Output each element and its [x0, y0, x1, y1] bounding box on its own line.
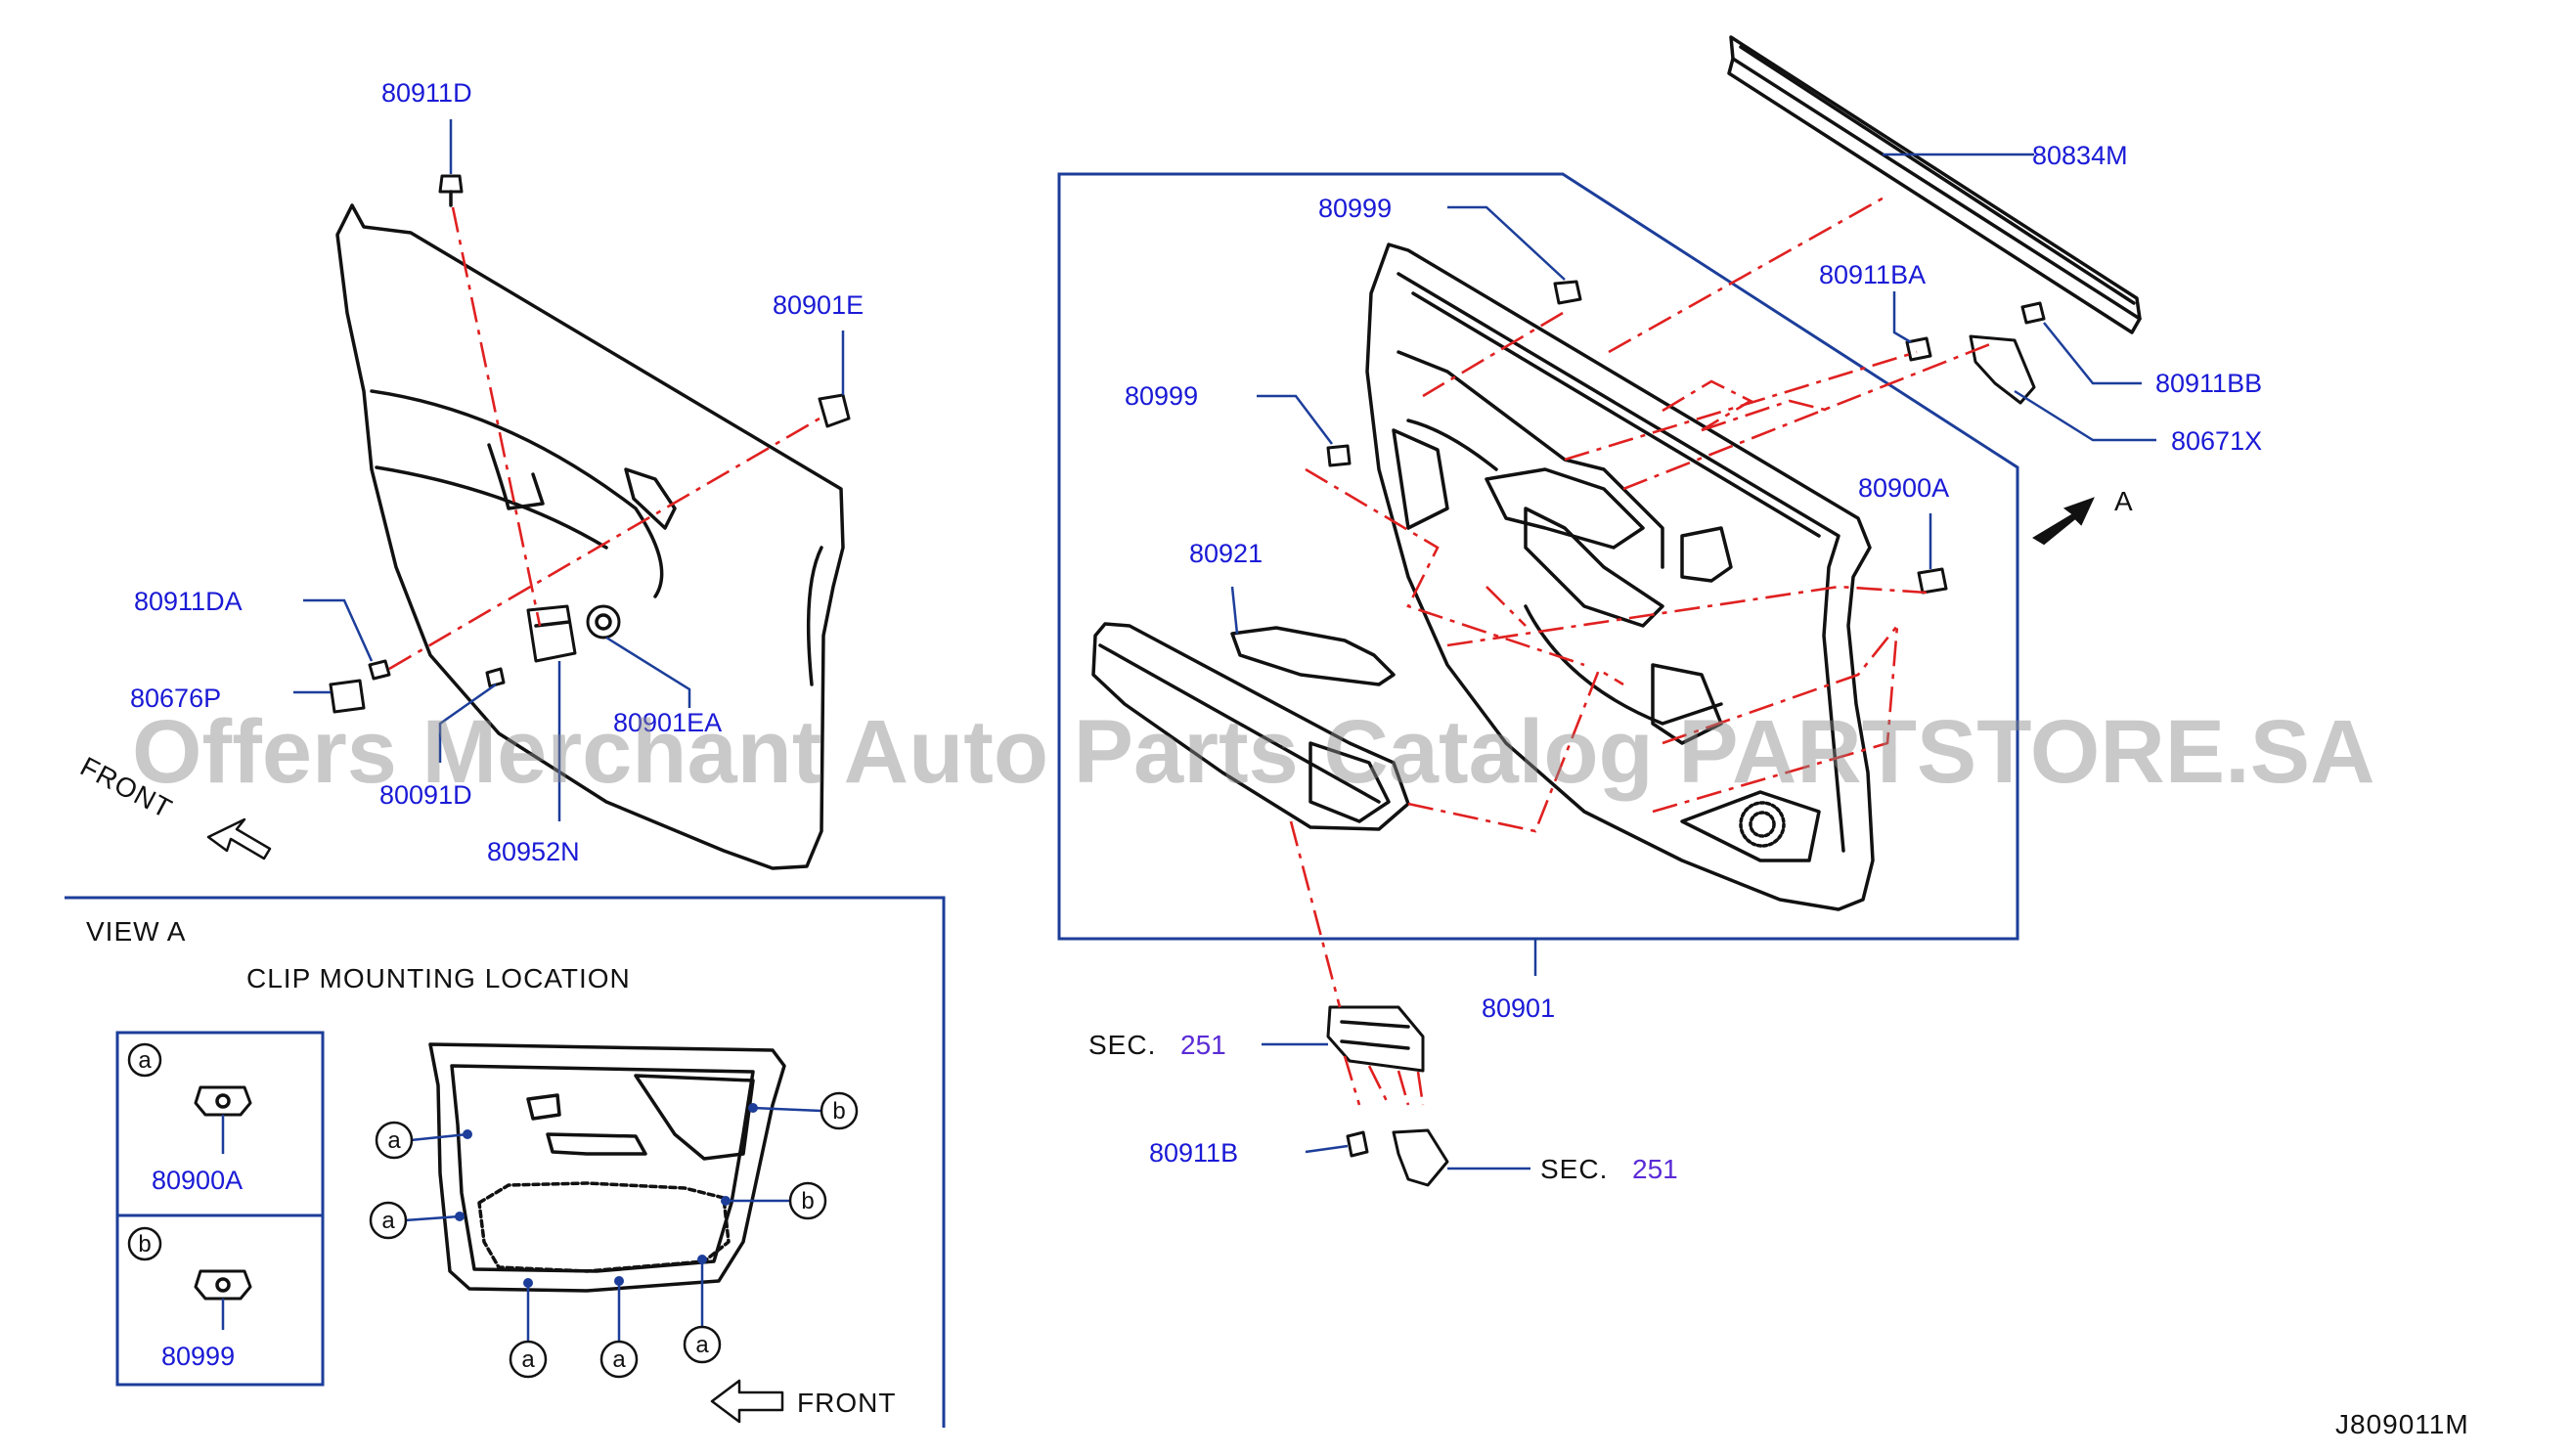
weatherstrip-illustration: [1727, 35, 2142, 334]
label-80911D: 80911D: [381, 78, 472, 108]
label-80952N: 80952N: [487, 837, 580, 866]
left-door-trim-illustration: [335, 203, 845, 870]
armrest-illustration: [1091, 622, 1410, 831]
watermark-text: Offers Merchant Auto Parts Catalog PARTS…: [132, 702, 2375, 802]
view-a-panel: VIEW A CLIP MOUNTING LOCATION a 80900A b…: [65, 896, 946, 1428]
sec-ref-1-number: 251: [1180, 1030, 1226, 1060]
sec-ref-2-prefix: SEC.: [1540, 1154, 1608, 1184]
label-80911B: 80911B: [1149, 1138, 1238, 1168]
legend-letter-b: b: [138, 1231, 151, 1257]
left-dashed-guides: [388, 206, 820, 671]
label-80999-top: 80999: [1318, 194, 1392, 223]
marker-a-2: a: [381, 1208, 395, 1234]
label-80671X: 80671X: [2171, 426, 2262, 456]
right-dashed-guides: [1289, 194, 1996, 1106]
front-label-view: FRONT: [797, 1388, 896, 1418]
sec-ref-2-number: 251: [1632, 1154, 1678, 1184]
assembly-boundary: [1057, 172, 2019, 941]
sec-ref-1-prefix: SEC.: [1088, 1030, 1156, 1060]
legend-letter-a: a: [138, 1047, 152, 1074]
left-leaders: [293, 119, 845, 821]
view-a-title: VIEW A: [86, 916, 186, 947]
label-80091D: 80091D: [379, 780, 472, 810]
view-a-arrow-label: A: [2114, 486, 2134, 516]
label-80834M: 80834M: [2032, 141, 2128, 170]
label-80901EA: 80901EA: [613, 708, 722, 737]
label-80901E: 80901E: [773, 290, 864, 320]
marker-a-1: a: [387, 1127, 401, 1154]
right-leaders: [1230, 153, 2156, 1170]
section-references: SEC. 251 SEC. 251: [1088, 1030, 1678, 1184]
legend-part-a: 80900A: [152, 1166, 243, 1195]
label-80676P: 80676P: [130, 684, 221, 713]
label-80900A: 80900A: [1858, 473, 1949, 503]
marker-b-2: b: [801, 1188, 814, 1214]
part-labels: 80911D 80901E 80911DA 80676P 80901EA 800…: [130, 78, 2262, 1168]
left-small-parts: [329, 174, 851, 714]
marker-a-3: a: [521, 1346, 535, 1373]
label-80901: 80901: [1482, 993, 1555, 1023]
legend-part-b: 80999: [161, 1342, 235, 1371]
legend-frame: [115, 1031, 325, 1387]
view-a-subtitle: CLIP MOUNTING LOCATION: [246, 963, 631, 993]
label-80911BA: 80911BA: [1819, 260, 1926, 289]
right-small-parts: [1326, 280, 2046, 1187]
label-80911BB: 80911BB: [2155, 369, 2262, 398]
marker-b-1: b: [832, 1098, 845, 1125]
marker-a-5: a: [695, 1332, 709, 1358]
label-80921: 80921: [1189, 539, 1263, 568]
view-a-arrow: A: [2032, 486, 2134, 546]
label-80911DA: 80911DA: [134, 587, 243, 616]
marker-a-4: a: [612, 1346, 626, 1373]
label-80999-mid: 80999: [1125, 381, 1198, 411]
drawing-number: J809011M: [2335, 1409, 2469, 1439]
main-door-trim-illustration: [1365, 243, 1875, 911]
